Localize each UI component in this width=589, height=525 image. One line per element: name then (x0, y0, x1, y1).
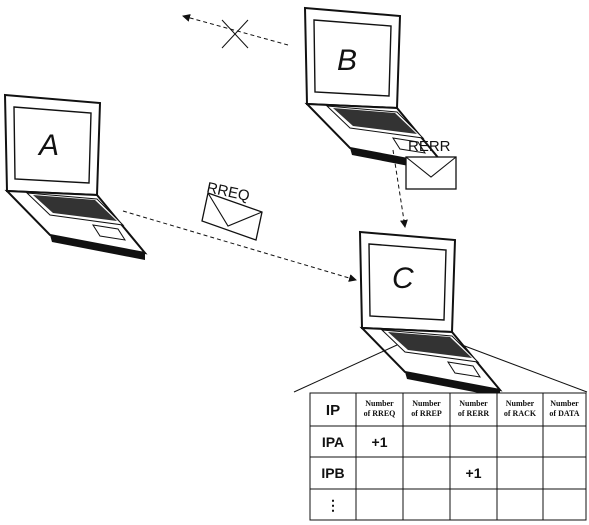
row-ipb-ip: IPB (321, 465, 344, 481)
header-rreq-line2: of RREQ (364, 409, 396, 418)
header-rrep-line1: Number (412, 399, 441, 408)
header-rreq-line1: Number (365, 399, 394, 408)
header-rerr-line1: Number (459, 399, 488, 408)
row-more-ip: ⋮ (326, 497, 340, 513)
laptop-b-label: B (337, 44, 357, 77)
laptop-a: A (3, 93, 148, 260)
header-rack-line1: Number (506, 399, 535, 408)
counter-table: IP Number of RREQ Number of RREP Number … (309, 392, 587, 521)
header-data-line2: of DATA (549, 409, 579, 418)
rreq-arrow (122, 210, 357, 282)
row-ipa-rreq: +1 (372, 434, 388, 450)
rreq-envelope-icon (201, 192, 263, 241)
header-ip: IP (326, 402, 340, 419)
row-ipb-rerr: +1 (466, 465, 482, 481)
header-data-line1: Number (550, 399, 579, 408)
failed-link-arrow (182, 14, 289, 46)
laptop-a-label: A (37, 129, 59, 162)
laptop-c-label: C (392, 262, 414, 295)
header-rack-line2: of RACK (504, 409, 537, 418)
rerr-label: RERR (408, 138, 451, 155)
header-rerr-line2: of RERR (458, 409, 490, 418)
link-broken-icon (221, 19, 249, 49)
callout-right-line (461, 344, 588, 393)
rerr-envelope-icon (405, 156, 457, 190)
callout-left-line (293, 344, 398, 393)
laptop-c: C (358, 230, 503, 397)
row-ipa-ip: IPA (322, 434, 344, 450)
rerr-arrow (392, 149, 408, 228)
header-rrep-line2: of RREP (411, 409, 442, 418)
